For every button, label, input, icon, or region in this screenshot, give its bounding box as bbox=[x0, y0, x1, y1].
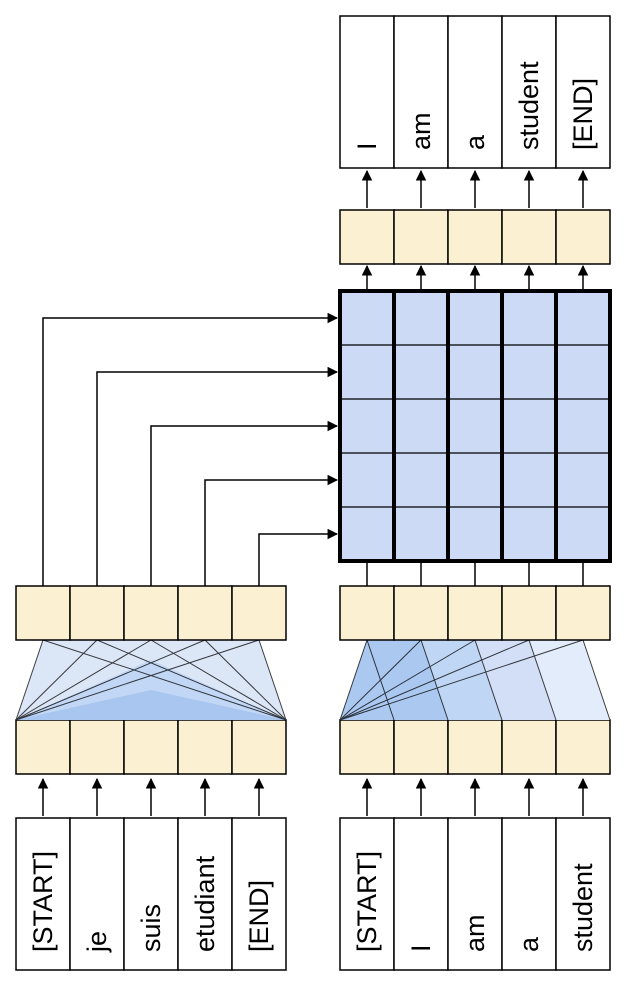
decoder-embedding-cell bbox=[501, 719, 557, 775]
decoder-input-arrows bbox=[361, 777, 589, 816]
encoder-output-cell bbox=[177, 585, 233, 641]
decoder-token-label-3: a bbox=[514, 936, 544, 952]
encoder-output-row bbox=[15, 585, 287, 641]
decoder-token-box-0 bbox=[339, 817, 395, 971]
encoder-token-label-3: etudiant bbox=[190, 855, 220, 952]
cross-attention-grid bbox=[338, 289, 612, 563]
output-token-box-2 bbox=[447, 15, 503, 169]
cross-attention-connectors bbox=[42, 312, 339, 586]
encoder-token-label-1: je bbox=[82, 931, 112, 953]
decoder-input-tokens: [START] I am a student bbox=[339, 817, 611, 971]
encoder-token-box-2 bbox=[123, 817, 179, 971]
decoder-embedding-cell bbox=[393, 719, 449, 775]
decoder-token-box-1 bbox=[393, 817, 449, 971]
grid-to-output-arrows bbox=[361, 264, 589, 289]
encoder-token-box-4 bbox=[231, 817, 287, 971]
decoder-hidden-cell bbox=[555, 585, 611, 641]
output-token-box-4 bbox=[555, 15, 611, 169]
encoder-token-box-1 bbox=[69, 817, 125, 971]
output-token-box-0 bbox=[339, 15, 395, 169]
decoder-embedding-cell bbox=[447, 719, 503, 775]
decoder-to-grid-connectors bbox=[366, 562, 584, 586]
decoder-token-box-4 bbox=[555, 817, 611, 971]
decoder-output-row bbox=[339, 209, 611, 265]
encoder-output-cell bbox=[69, 585, 125, 641]
encoder-token-label-0: [START] bbox=[28, 851, 58, 952]
encoder-embedding-cell bbox=[123, 719, 179, 775]
encoder-input-tokens: [START] je suis etudiant [END] bbox=[15, 817, 287, 971]
encoder-output-cell bbox=[123, 585, 179, 641]
output-token-label-4: [END] bbox=[568, 78, 598, 150]
decoder-embedding-cell bbox=[339, 719, 395, 775]
decoder-output-cell bbox=[393, 209, 449, 265]
decoder-embedding-cell bbox=[555, 719, 611, 775]
output-token-box-1 bbox=[393, 15, 449, 169]
decoder-hidden-cell bbox=[447, 585, 503, 641]
encoder-token-label-4: [END] bbox=[244, 880, 274, 952]
decoder-hidden-cell bbox=[501, 585, 557, 641]
decoder-token-label-4: student bbox=[568, 863, 598, 952]
decoder-output-cell bbox=[501, 209, 557, 265]
encoder-column: [START] je suis etudiant [END] bbox=[15, 312, 339, 971]
decoder-token-box-3 bbox=[501, 817, 557, 971]
encoder-token-box-0 bbox=[15, 817, 71, 971]
output-token-label-2: a bbox=[460, 134, 490, 150]
output-token-label-3: student bbox=[514, 61, 544, 150]
cross-attention-grid-border bbox=[338, 289, 612, 563]
output-token-label-1: am bbox=[406, 112, 436, 150]
decoder-output-cell bbox=[339, 209, 395, 265]
decoder-hidden-cell bbox=[339, 585, 395, 641]
encoder-embedding-cell bbox=[69, 719, 125, 775]
decoder-token-label-0: [START] bbox=[352, 851, 382, 952]
encoder-self-attention-fan bbox=[15, 639, 287, 721]
decoder-output-cell bbox=[555, 209, 611, 265]
decoder-column: [START] I am a student bbox=[338, 15, 612, 971]
decoder-causal-attention-fan bbox=[339, 639, 611, 721]
encoder-embedding-cell bbox=[15, 719, 71, 775]
encoder-input-arrows bbox=[37, 777, 265, 816]
encoder-output-cell bbox=[15, 585, 71, 641]
encoder-token-label-2: suis bbox=[136, 904, 166, 952]
encoder-embedding-cell bbox=[177, 719, 233, 775]
output-token-arrows bbox=[361, 169, 589, 208]
decoder-embedding-row bbox=[339, 719, 611, 775]
decoder-output-cell bbox=[447, 209, 503, 265]
output-token-box-3 bbox=[501, 15, 557, 169]
decoder-self-attention-row bbox=[339, 585, 611, 641]
decoder-token-label-1: I bbox=[406, 944, 436, 952]
decoder-hidden-cell bbox=[393, 585, 449, 641]
decoder-token-label-2: am bbox=[460, 914, 490, 952]
encoder-embedding-row bbox=[15, 719, 287, 775]
decoder-output-tokens: I am a student [END] bbox=[339, 15, 611, 169]
encoder-output-cell bbox=[231, 585, 287, 641]
decoder-token-box-2 bbox=[447, 817, 503, 971]
encoder-embedding-cell bbox=[231, 719, 287, 775]
output-token-label-0: I bbox=[352, 142, 382, 150]
